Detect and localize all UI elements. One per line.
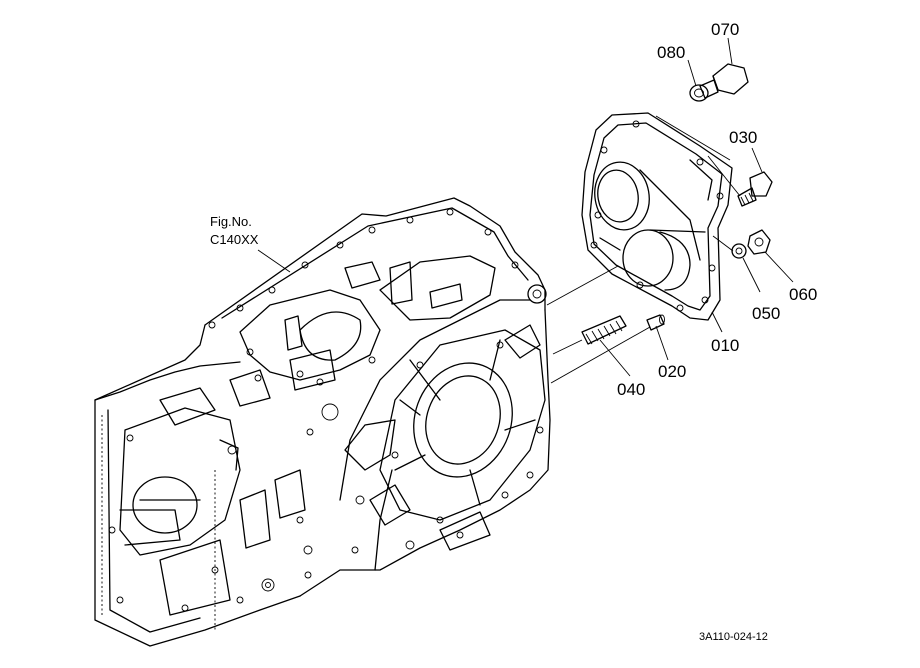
assembly-lines	[257, 37, 794, 384]
part-label-030: 030	[729, 128, 757, 147]
part-label-020: 020	[658, 362, 686, 381]
part-label-010: 010	[711, 336, 739, 355]
pin-part-020	[646, 314, 665, 331]
bolt-part-030	[737, 171, 773, 207]
part-label-080: 080	[657, 43, 685, 62]
stud-part-040	[581, 315, 627, 345]
washer-part-080	[689, 84, 709, 102]
plug-part-070	[699, 63, 749, 99]
washer-part-050	[731, 243, 747, 259]
part-label-050: 050	[752, 304, 780, 323]
figure-reference-line2: C140XX	[210, 232, 259, 247]
nut-part-060	[747, 229, 771, 255]
part-label-070: 070	[711, 20, 739, 39]
figure-reference-line1: Fig.No.	[210, 214, 252, 229]
part-label-060: 060	[789, 285, 817, 304]
transmission-case	[94, 197, 551, 647]
part-label-040: 040	[617, 380, 645, 399]
rear-cover-part-010	[581, 112, 733, 321]
drawing-code: 3A110-024-12	[699, 631, 768, 643]
